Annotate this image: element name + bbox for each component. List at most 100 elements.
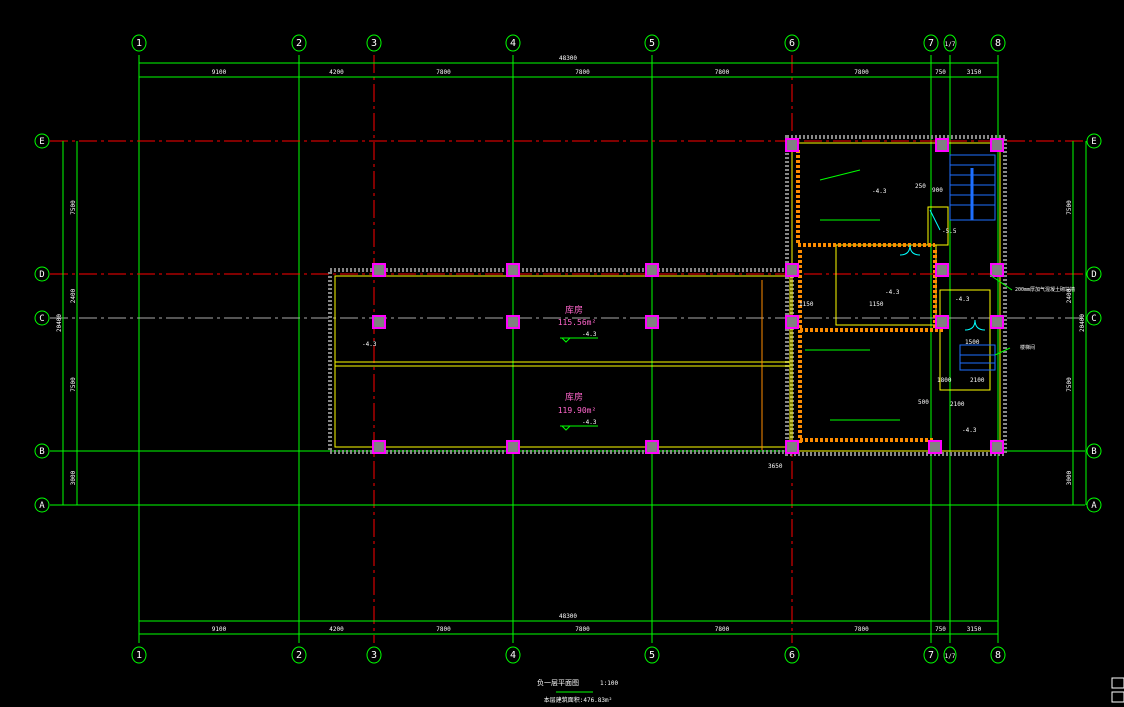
column — [935, 315, 949, 329]
column — [990, 440, 1004, 454]
column — [928, 440, 942, 454]
dimension-span: 750 — [935, 69, 946, 76]
column — [506, 315, 520, 329]
room-level: -4.3 — [582, 419, 597, 426]
axis-label: 3 — [371, 38, 377, 49]
room-name: 库房 — [565, 304, 583, 316]
title-scale: 1:100 — [600, 680, 618, 687]
dimension-span: 7500 — [1066, 200, 1073, 215]
dim-text: 1500 — [965, 339, 980, 346]
axis-bubble — [990, 34, 1006, 52]
dimension-span: 750 — [935, 626, 946, 633]
dimension-span: 3000 — [1066, 470, 1073, 485]
column — [990, 315, 1004, 329]
dim-text: 500 — [918, 399, 929, 406]
axis-bubble — [34, 497, 50, 513]
column — [645, 263, 659, 277]
column — [935, 263, 949, 277]
dimension-span: 7800 — [854, 626, 869, 633]
axis-label: 6 — [789, 650, 795, 661]
dimension-total: 20400 — [56, 314, 63, 332]
column — [372, 315, 386, 329]
column — [785, 440, 799, 454]
level-text: -4.3 — [962, 427, 977, 434]
room-level: -4.3 — [582, 331, 597, 338]
axis-bubble — [34, 443, 50, 459]
dimension-span: 7800 — [854, 69, 869, 76]
column — [990, 138, 1004, 152]
drawing-title: 负一层平面图 1:100 本层建筑面积:476.83m² — [537, 678, 618, 704]
doors — [899, 209, 986, 331]
axis-bubble — [34, 133, 50, 149]
room-2: 库房 119.90m² -4.3 — [558, 391, 598, 431]
dimension-span: 3150 — [967, 626, 982, 633]
column — [785, 138, 799, 152]
dimension-span: 2400 — [1066, 288, 1073, 303]
dimension-span: 3000 — [70, 470, 77, 485]
interior-dims: 250 900 1800 2100 2100 500 1500 1150 115… — [768, 183, 1075, 470]
axis-bubble — [131, 646, 147, 664]
axis-bubble — [1086, 443, 1102, 459]
axis-bubble — [644, 646, 660, 664]
axis-bubble — [943, 646, 957, 664]
column — [506, 440, 520, 454]
axis-label: B — [39, 447, 44, 457]
axis-label: C — [39, 314, 44, 324]
axis-label: 8 — [995, 38, 1001, 49]
axis-label: 1 — [136, 38, 142, 49]
axis-label: B — [1091, 447, 1096, 457]
level-text: -5.5 — [942, 228, 957, 235]
dimension-span: 7800 — [436, 69, 451, 76]
axis-bubble — [923, 646, 939, 664]
dimension-span: 4200 — [329, 626, 344, 633]
axis-label: 1/7 — [945, 653, 956, 660]
axis-label: A — [1091, 501, 1097, 511]
axis-label: 3 — [371, 650, 377, 661]
axis-label: 2 — [296, 650, 302, 661]
dimension-span: 7500 — [70, 377, 77, 392]
dimension-span: 2400 — [70, 288, 77, 303]
dim-text: 2100 — [970, 377, 985, 384]
column — [372, 263, 386, 277]
dimension-span: 7800 — [436, 626, 451, 633]
dim-text: 900 — [932, 187, 943, 194]
dimension-span: 7800 — [575, 626, 590, 633]
axis-bubble — [1086, 497, 1102, 513]
axis-label: 5 — [649, 650, 655, 661]
axis-bubble — [505, 646, 521, 664]
level-marks: -4.3 -4.3 -4.3 -4.3 -5.5 -4.3 — [362, 188, 977, 434]
axis-label: D — [1091, 270, 1096, 280]
axis-label: 7 — [928, 650, 934, 661]
dim-text: 1150 — [869, 301, 884, 308]
dimension-span: 7800 — [575, 69, 590, 76]
axis-label: 4 — [510, 650, 516, 661]
column — [785, 315, 799, 329]
dimension-span: 3150 — [967, 69, 982, 76]
column — [645, 315, 659, 329]
dimension-span: 7500 — [1066, 377, 1073, 392]
axis-label: D — [39, 270, 44, 280]
column — [372, 440, 386, 454]
axis-bubble — [923, 34, 939, 52]
stair — [949, 154, 996, 371]
axis-label: E — [1091, 137, 1096, 147]
room-1: 库房 115.56m² -4.3 — [558, 304, 598, 343]
dimension-span: 9100 — [212, 69, 227, 76]
axis-bubble — [1086, 310, 1102, 326]
axis-label: 4 — [510, 38, 516, 49]
column — [935, 138, 949, 152]
axis-bubble — [1086, 133, 1102, 149]
dim-text: 1800 — [937, 377, 952, 384]
column — [506, 263, 520, 277]
axis-label: A — [39, 501, 45, 511]
room-area: 119.90m² — [558, 406, 597, 415]
dim-text: 250 — [915, 183, 926, 190]
axis-bubble — [34, 266, 50, 282]
axis-label: 2 — [296, 38, 302, 49]
title-name: 负一层平面图 — [537, 678, 579, 687]
axis-bubble — [291, 646, 307, 664]
dimension-span: 7800 — [715, 626, 730, 633]
axis-label: 6 — [789, 38, 795, 49]
dimension-span: 7800 — [715, 69, 730, 76]
